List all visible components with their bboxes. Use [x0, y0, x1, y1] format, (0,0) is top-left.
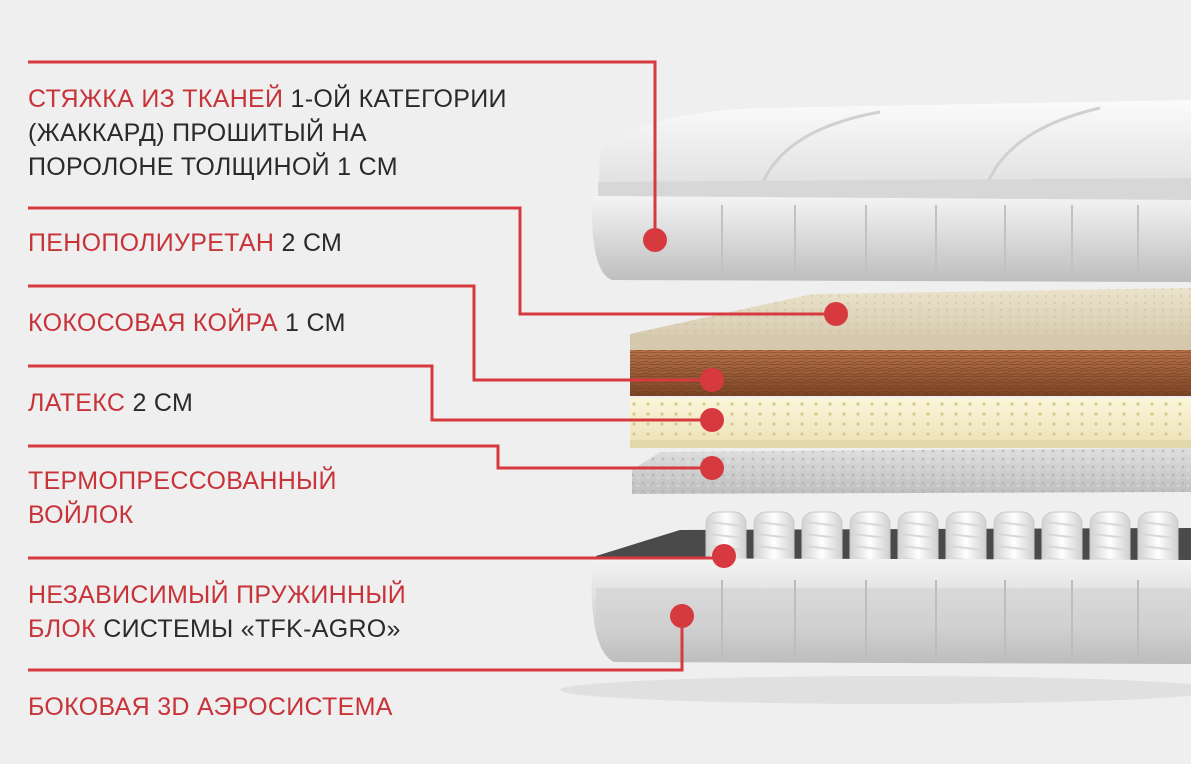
callout-dot-felt	[700, 456, 724, 480]
label-foam: ПЕНОПОЛИУРЕТАН 2 СМ	[28, 226, 342, 260]
label-segment: БОКОВАЯ 3D АЭРОСИСТЕМА	[28, 693, 393, 721]
label-segment: ЛАТЕКС	[28, 389, 133, 417]
spring-coil	[949, 533, 983, 539]
label-line: ПЕНОПОЛИУРЕТАН 2 СМ	[28, 226, 342, 260]
label-segment: НЕЗАВИСИМЫЙ ПРУЖИННЫЙ	[28, 581, 407, 609]
spring-coil	[1093, 545, 1127, 551]
polyurethane-foam-layer	[630, 288, 1191, 356]
spring-coil	[1045, 545, 1079, 551]
floor-shadow	[560, 676, 1191, 704]
thermopressed-felt-layer	[632, 448, 1191, 494]
label-segment: ПОРОЛОНЕ ТОЛЩИНОЙ 1 СМ	[28, 153, 398, 181]
spring-coil	[1045, 533, 1079, 539]
label-line: ТЕРМОПРЕССОВАННЫЙ	[28, 464, 337, 498]
label-line: НЕЗАВИСИМЫЙ ПРУЖИННЫЙ	[28, 578, 406, 612]
callout-dot-side	[670, 604, 694, 628]
label-segment: 2 СМ	[281, 229, 343, 257]
spring-coil	[997, 521, 1031, 527]
label-segment: КОКОСОВАЯ КОЙРА	[28, 309, 286, 337]
spring-coil	[709, 521, 743, 527]
label-latex: ЛАТЕКС 2 СМ	[28, 386, 193, 420]
label-segment: 1 СМ	[285, 309, 346, 337]
label-line: БЛОК СИСТЕМЫ «TFK-AGRO»	[28, 612, 406, 646]
aero-mesh-band	[596, 588, 1191, 624]
spring-coil	[757, 521, 791, 527]
spring-coil	[805, 545, 839, 551]
label-segment: ВОЙЛОК	[28, 501, 134, 529]
spring-coil	[949, 545, 983, 551]
spring-coil	[901, 545, 935, 551]
label-line: СТЯЖКА ИЗ ТКАНЕЙ 1-ОЙ КАТЕГОРИИ	[28, 82, 507, 116]
label-segment: 2 СМ	[132, 389, 194, 417]
label-line: КОКОСОВАЯ КОЙРА 1 СМ	[28, 306, 346, 340]
spring-coil	[1141, 545, 1175, 551]
spring-coil	[805, 521, 839, 527]
spring-coil	[805, 533, 839, 539]
callout-line-cover	[28, 60, 657, 240]
spring-coil	[997, 545, 1031, 551]
label-segment: СТЯЖКА ИЗ ТКАНЕЙ	[28, 85, 291, 113]
spring-coil	[757, 545, 791, 551]
label-segment: БЛОК	[28, 615, 104, 643]
base-panel-seams	[721, 580, 1139, 660]
quilt-ridge	[983, 106, 1101, 191]
spring-coil	[709, 533, 743, 539]
label-springs: НЕЗАВИСИМЫЙ ПРУЖИННЫЙ БЛОК СИСТЕМЫ «TFK-A…	[28, 578, 406, 646]
callout-line-coir	[28, 284, 712, 382]
spring-coil	[901, 533, 935, 539]
side-panel-seams	[721, 205, 1139, 280]
callout-line-side	[28, 616, 684, 672]
spring-coil	[901, 521, 935, 527]
callout-dot-cover	[643, 228, 667, 252]
label-felt: ТЕРМОПРЕССОВАННЫЙ ВОЙЛОК	[28, 464, 337, 532]
label-cover: СТЯЖКА ИЗ ТКАНЕЙ 1-ОЙ КАТЕГОРИИ (ЖАККАРД)…	[28, 82, 507, 184]
spring-coil	[997, 533, 1031, 539]
spring-coil	[949, 521, 983, 527]
label-side: БОКОВАЯ 3D АЭРОСИСТЕМА	[28, 690, 393, 724]
spring-coil	[853, 521, 887, 527]
callout-dot-foam	[824, 302, 848, 326]
spring-coil	[1093, 533, 1127, 539]
callout-dot-springs	[712, 544, 736, 568]
label-segment: (ЖАККАРД) ПРОШИТЫЙ НА	[28, 119, 367, 147]
label-coir: КОКОСОВАЯ КОЙРА 1 СМ	[28, 306, 346, 340]
spring-coil	[1141, 521, 1175, 527]
spring-block-layer	[560, 511, 1191, 704]
label-line: ПОРОЛОНЕ ТОЛЩИНОЙ 1 СМ	[28, 150, 507, 184]
label-segment: 1-ОЙ КАТЕГОРИИ	[290, 85, 507, 113]
label-segment: ПЕНОПОЛИУРЕТАН	[28, 229, 282, 257]
quilt-ridge	[758, 110, 881, 191]
spring-coil	[853, 533, 887, 539]
label-segment: СИСТЕМЫ «TFK-AGRO»	[103, 615, 401, 643]
spring-coil	[1093, 521, 1127, 527]
label-line: ЛАТЕКС 2 СМ	[28, 386, 193, 420]
callout-dot-latex	[700, 408, 724, 432]
callout-dot-coir	[700, 368, 724, 392]
spring-coil	[757, 533, 791, 539]
callout-line-foam	[28, 206, 836, 316]
label-line: ВОЙЛОК	[28, 498, 337, 532]
label-line: (ЖАККАРД) ПРОШИТЫЙ НА	[28, 116, 507, 150]
callout-line-felt	[28, 444, 712, 470]
spring-coil	[853, 545, 887, 551]
spring-coil	[1045, 521, 1079, 527]
spring-coil	[1141, 533, 1175, 539]
callout-line-latex	[28, 364, 712, 422]
label-line: БОКОВАЯ 3D АЭРОСИСТЕМА	[28, 690, 393, 724]
coconut-coir-layer	[630, 350, 1191, 396]
label-segment: ТЕРМОПРЕССОВАННЫЙ	[28, 467, 337, 495]
top-cover-layer	[591, 100, 1191, 282]
